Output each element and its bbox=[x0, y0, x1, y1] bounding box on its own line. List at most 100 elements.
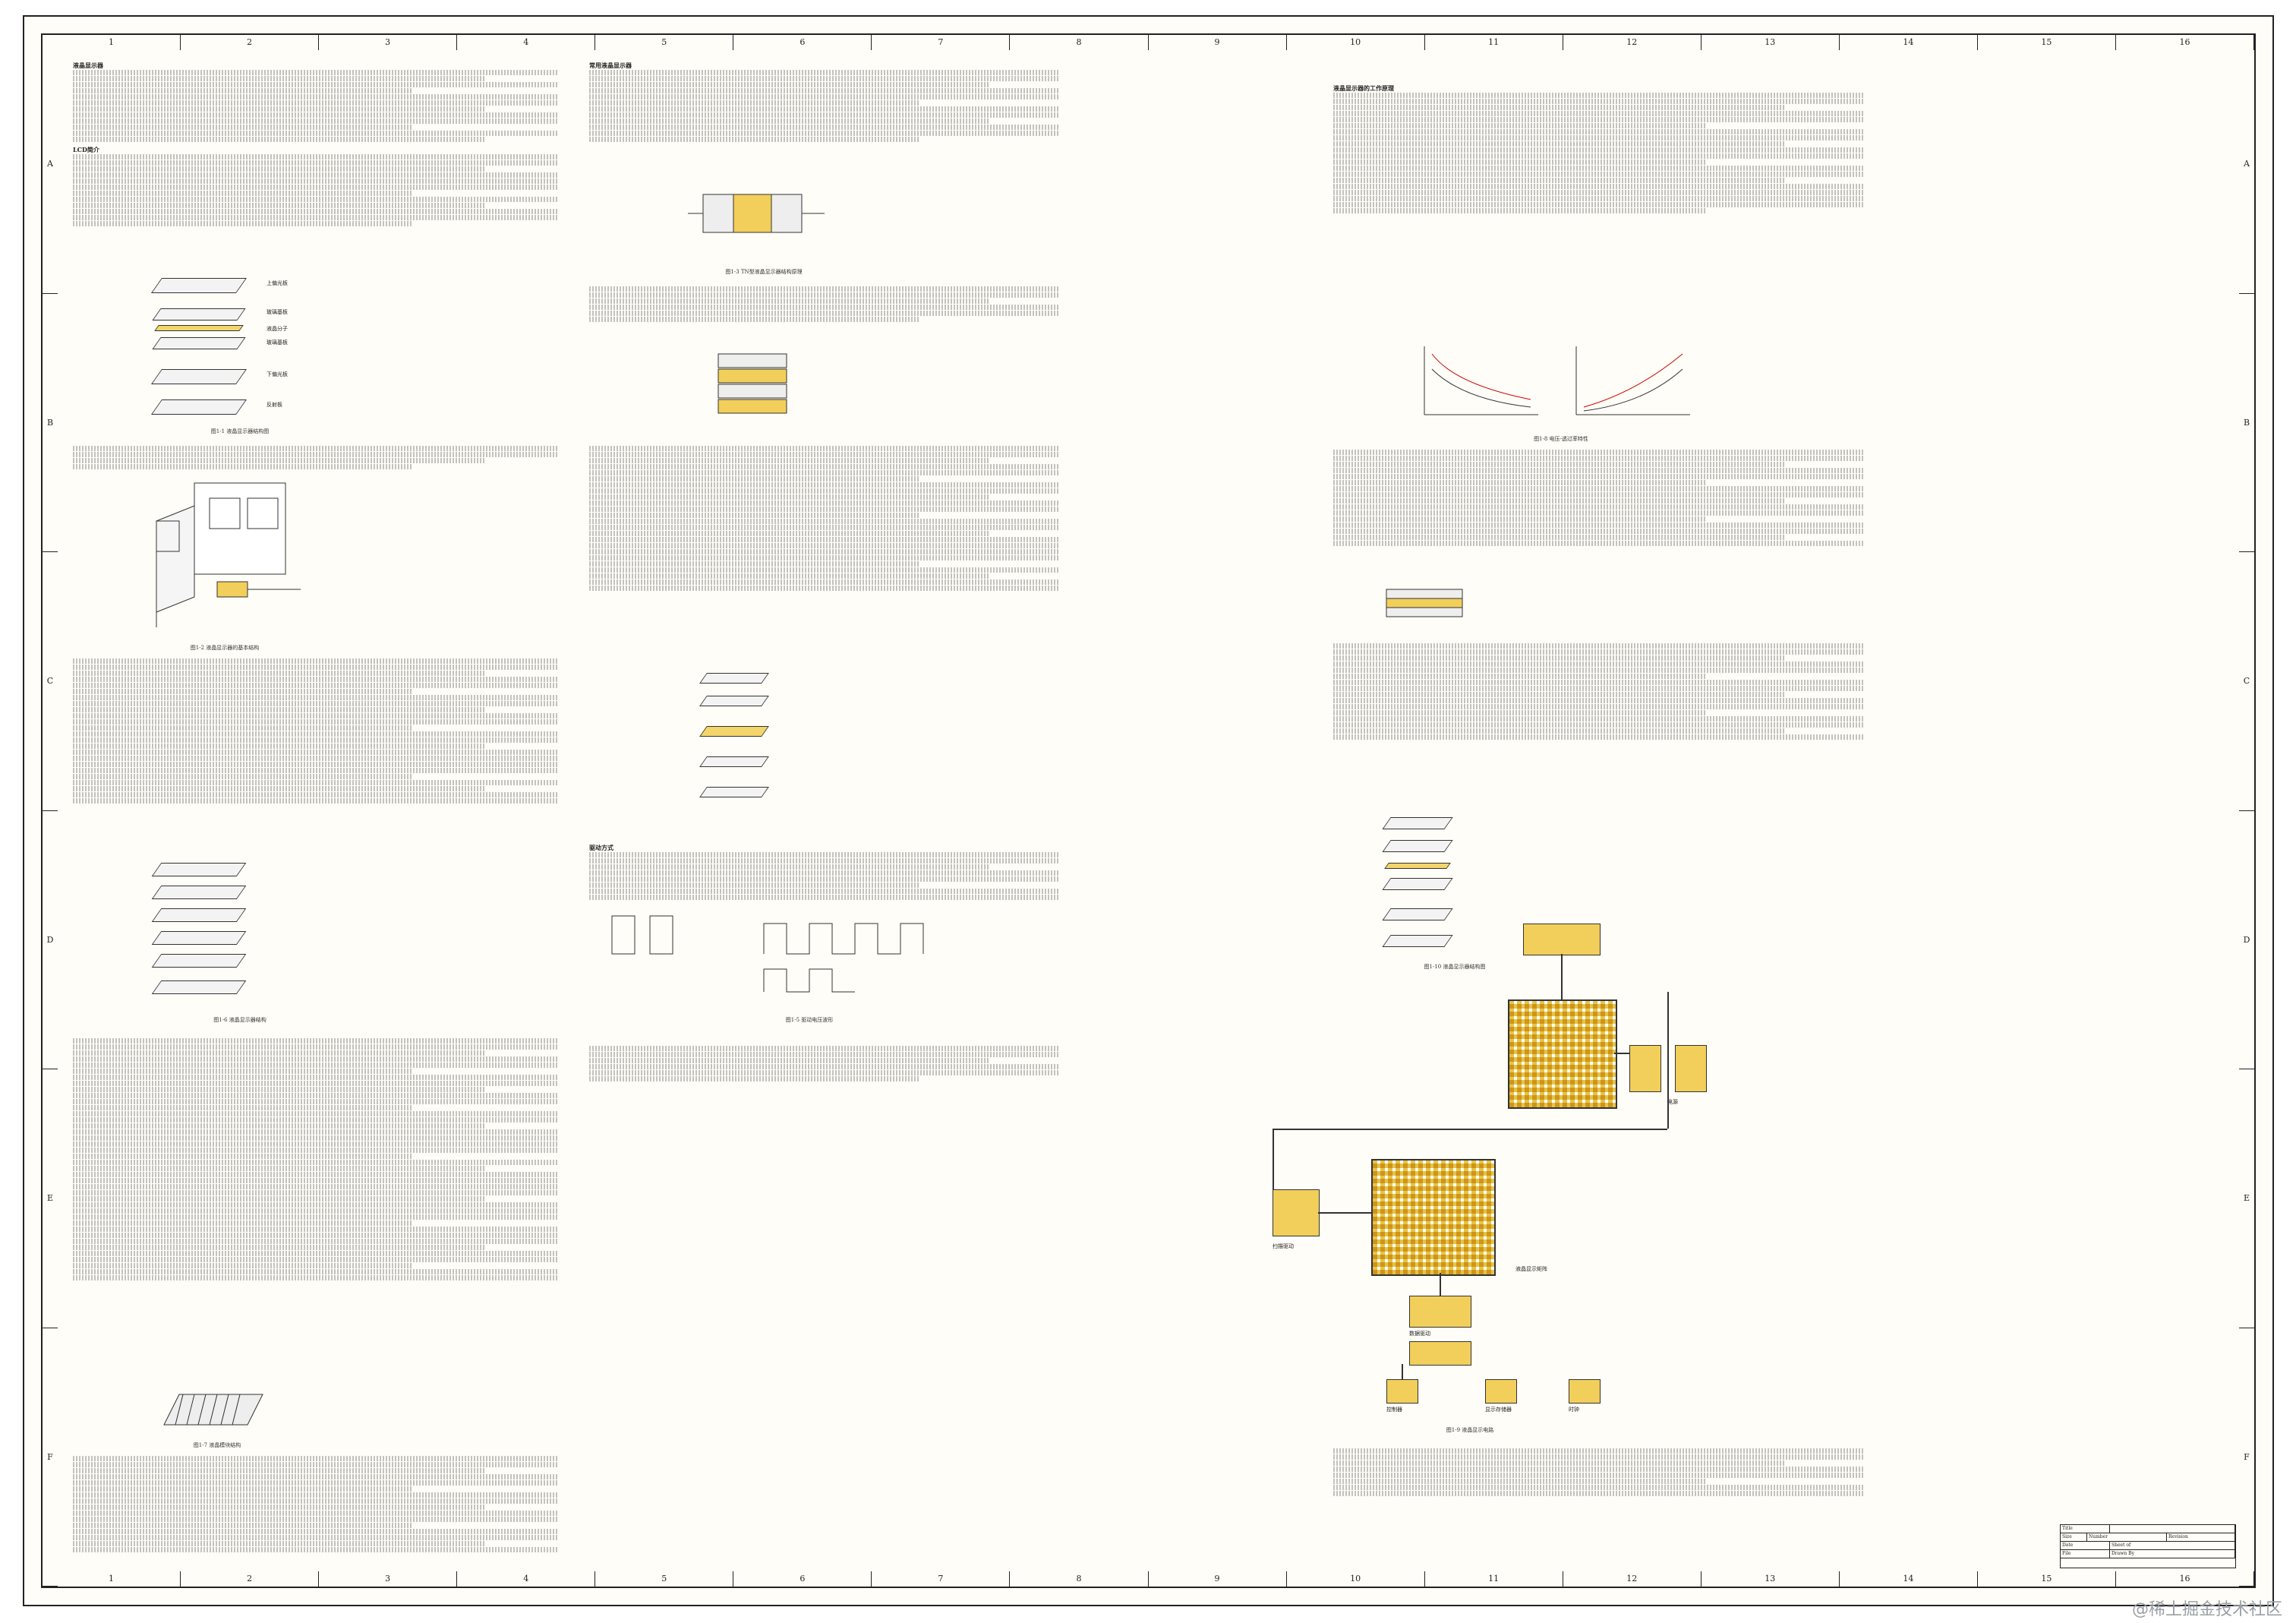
text-column-1b bbox=[73, 445, 559, 470]
zone-marker: 15 bbox=[1978, 35, 2116, 50]
zone-marker: 13 bbox=[1702, 35, 1840, 50]
figure-caption: 图1-1 液晶显示器结构图 bbox=[210, 428, 270, 434]
text-column-2: 常用液晶显示器 bbox=[589, 58, 1060, 143]
title-field: Title bbox=[2061, 1525, 2110, 1533]
lcd-layer-figure-2: 图1-6 液晶显示器结构 bbox=[126, 855, 354, 1030]
zone-marker: 10 bbox=[1287, 1571, 1425, 1587]
zone-marker: 3 bbox=[319, 35, 458, 50]
figure-caption: 图1-9 液晶显示电路 bbox=[1446, 1427, 1494, 1433]
zone-marker: 6 bbox=[733, 35, 872, 50]
lcd-device-figure bbox=[156, 482, 301, 627]
text-column-3d bbox=[1333, 1448, 1865, 1497]
file-field: File bbox=[2061, 1550, 2110, 1558]
text-column-3: 液晶显示器的工作原理 bbox=[1333, 81, 1865, 214]
zone-marker: 5 bbox=[595, 35, 734, 50]
zone-marker: 12 bbox=[1563, 35, 1702, 50]
text-column-1c bbox=[73, 658, 559, 804]
section-heading: 液晶显示器 bbox=[73, 62, 103, 69]
zone-marker: B bbox=[43, 294, 58, 552]
lcd-layer-figure: 上偏光板 玻璃基板 液晶分子 玻璃基板 下偏光板 反射板 图1-1 液晶显示器结… bbox=[126, 263, 354, 437]
lcd-matrix-lower bbox=[1371, 1159, 1496, 1276]
zone-marker: 16 bbox=[2116, 35, 2254, 50]
zone-marker: C bbox=[2239, 552, 2254, 811]
lcd-layer-figure-3 bbox=[673, 665, 870, 832]
zone-marker: 9 bbox=[1149, 35, 1287, 50]
lcd-matrix-upper bbox=[1508, 999, 1617, 1109]
figure-caption: 图1-6 液晶显示器结构 bbox=[213, 1017, 266, 1023]
text-column-2c bbox=[589, 445, 1060, 592]
zone-marker: 14 bbox=[1840, 35, 1978, 50]
zone-marker: 4 bbox=[457, 35, 596, 50]
text-column-3c bbox=[1333, 643, 1865, 740]
text-column-2b bbox=[589, 286, 1060, 323]
layer-label: 上偏光板 bbox=[266, 280, 288, 286]
zone-marker: 11 bbox=[1425, 1571, 1563, 1587]
zone-marker: A bbox=[43, 35, 58, 294]
zone-marker: 16 bbox=[2116, 1571, 2254, 1587]
zone-marker: 12 bbox=[1563, 1571, 1702, 1587]
text-column-1d bbox=[73, 1037, 559, 1281]
zone-marker: 1 bbox=[43, 35, 181, 50]
zone-marker: 8 bbox=[1010, 1571, 1149, 1587]
zone-marker: D bbox=[2239, 811, 2254, 1069]
zone-marker: F bbox=[43, 1328, 58, 1587]
figure-caption: 图1-10 液晶显示器结构图 bbox=[1424, 964, 1486, 970]
ic-label: 控制器 bbox=[1386, 1407, 1402, 1413]
zone-marker: 7 bbox=[872, 1571, 1011, 1587]
ic-label: 电源 bbox=[1667, 1099, 1678, 1105]
zone-marker: 7 bbox=[872, 35, 1011, 50]
section-heading: 常用液晶显示器 bbox=[589, 62, 632, 69]
section-heading: 驱动方式 bbox=[589, 844, 613, 851]
text-column-2d: 驱动方式 bbox=[589, 840, 1060, 901]
layer-label: 玻璃基板 bbox=[266, 309, 288, 315]
zone-marker: 8 bbox=[1010, 35, 1149, 50]
zone-marker: 13 bbox=[1702, 1571, 1840, 1587]
zone-marker: A bbox=[2239, 35, 2254, 294]
watermark: @稀土掘金技术社区 bbox=[2131, 1600, 2282, 1619]
ic-label: 显示存储器 bbox=[1485, 1407, 1512, 1413]
zone-marker: B bbox=[2239, 294, 2254, 552]
zone-marker: 5 bbox=[595, 1571, 734, 1587]
connector-figure bbox=[163, 1394, 263, 1426]
zone-marker: F bbox=[2239, 1328, 2254, 1587]
lcd-layer-figure-4: 图1-10 液晶显示器结构图 bbox=[1356, 810, 1553, 977]
text-column-2e bbox=[589, 1045, 1060, 1082]
zone-marker: 11 bbox=[1425, 35, 1563, 50]
zone-marker: E bbox=[2239, 1069, 2254, 1328]
ic-label: 时钟 bbox=[1569, 1407, 1579, 1413]
figure-caption: 图1-7 液晶模块结构 bbox=[193, 1442, 241, 1448]
drive-waveform-figure bbox=[611, 915, 924, 993]
cell-structure-figure bbox=[1386, 589, 1463, 617]
sheet-field: Sheet of bbox=[2110, 1542, 2235, 1549]
zone-marker: 15 bbox=[1978, 1571, 2116, 1587]
zone-marker: D bbox=[43, 811, 58, 1069]
figure-caption: 图1-3 TN型液晶显示器结构原理 bbox=[725, 269, 803, 275]
zone-marker: 4 bbox=[457, 1571, 596, 1587]
ic-label: 扫描驱动 bbox=[1273, 1243, 1294, 1249]
layer-label: 液晶分子 bbox=[266, 326, 288, 332]
ic-label: 数据驱动 bbox=[1409, 1331, 1430, 1337]
layer-label: 下偏光板 bbox=[266, 371, 288, 377]
layer-label: 玻璃基板 bbox=[266, 339, 288, 346]
revision-field: Revision bbox=[2167, 1533, 2235, 1541]
drawn-by-field: Drawn By bbox=[2110, 1550, 2235, 1558]
zone-marker: 1 bbox=[43, 1571, 181, 1587]
section-heading: LCD简介 bbox=[73, 146, 99, 153]
zone-marker: C bbox=[43, 552, 58, 811]
figure-caption: 图1-2 液晶显示器的基本结构 bbox=[190, 645, 260, 651]
figure-caption: 图1-5 驱动电压波形 bbox=[785, 1017, 834, 1023]
figure-caption: 图1-8 电压-透过率特性 bbox=[1534, 436, 1588, 442]
zone-marker: 14 bbox=[1840, 1571, 1978, 1587]
tn-cell-figure bbox=[688, 194, 825, 233]
characteristic-curves-figure bbox=[1424, 346, 1690, 415]
number-field: Number bbox=[2087, 1533, 2167, 1541]
size-field: Size bbox=[2061, 1533, 2087, 1541]
text-column-1: 液晶显示器 LCD简介 bbox=[73, 58, 559, 227]
zone-marker: 6 bbox=[733, 1571, 872, 1587]
zone-marker: E bbox=[43, 1069, 58, 1328]
